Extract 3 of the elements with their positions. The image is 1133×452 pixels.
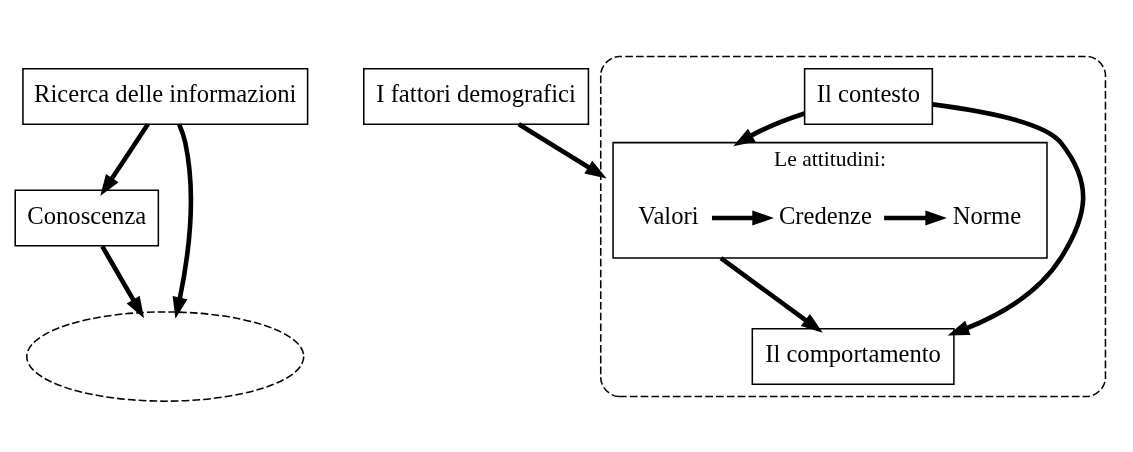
node-text: Norme [952,201,1022,229]
node-text: Credenze [778,201,872,229]
node-text: Valori [638,201,699,229]
